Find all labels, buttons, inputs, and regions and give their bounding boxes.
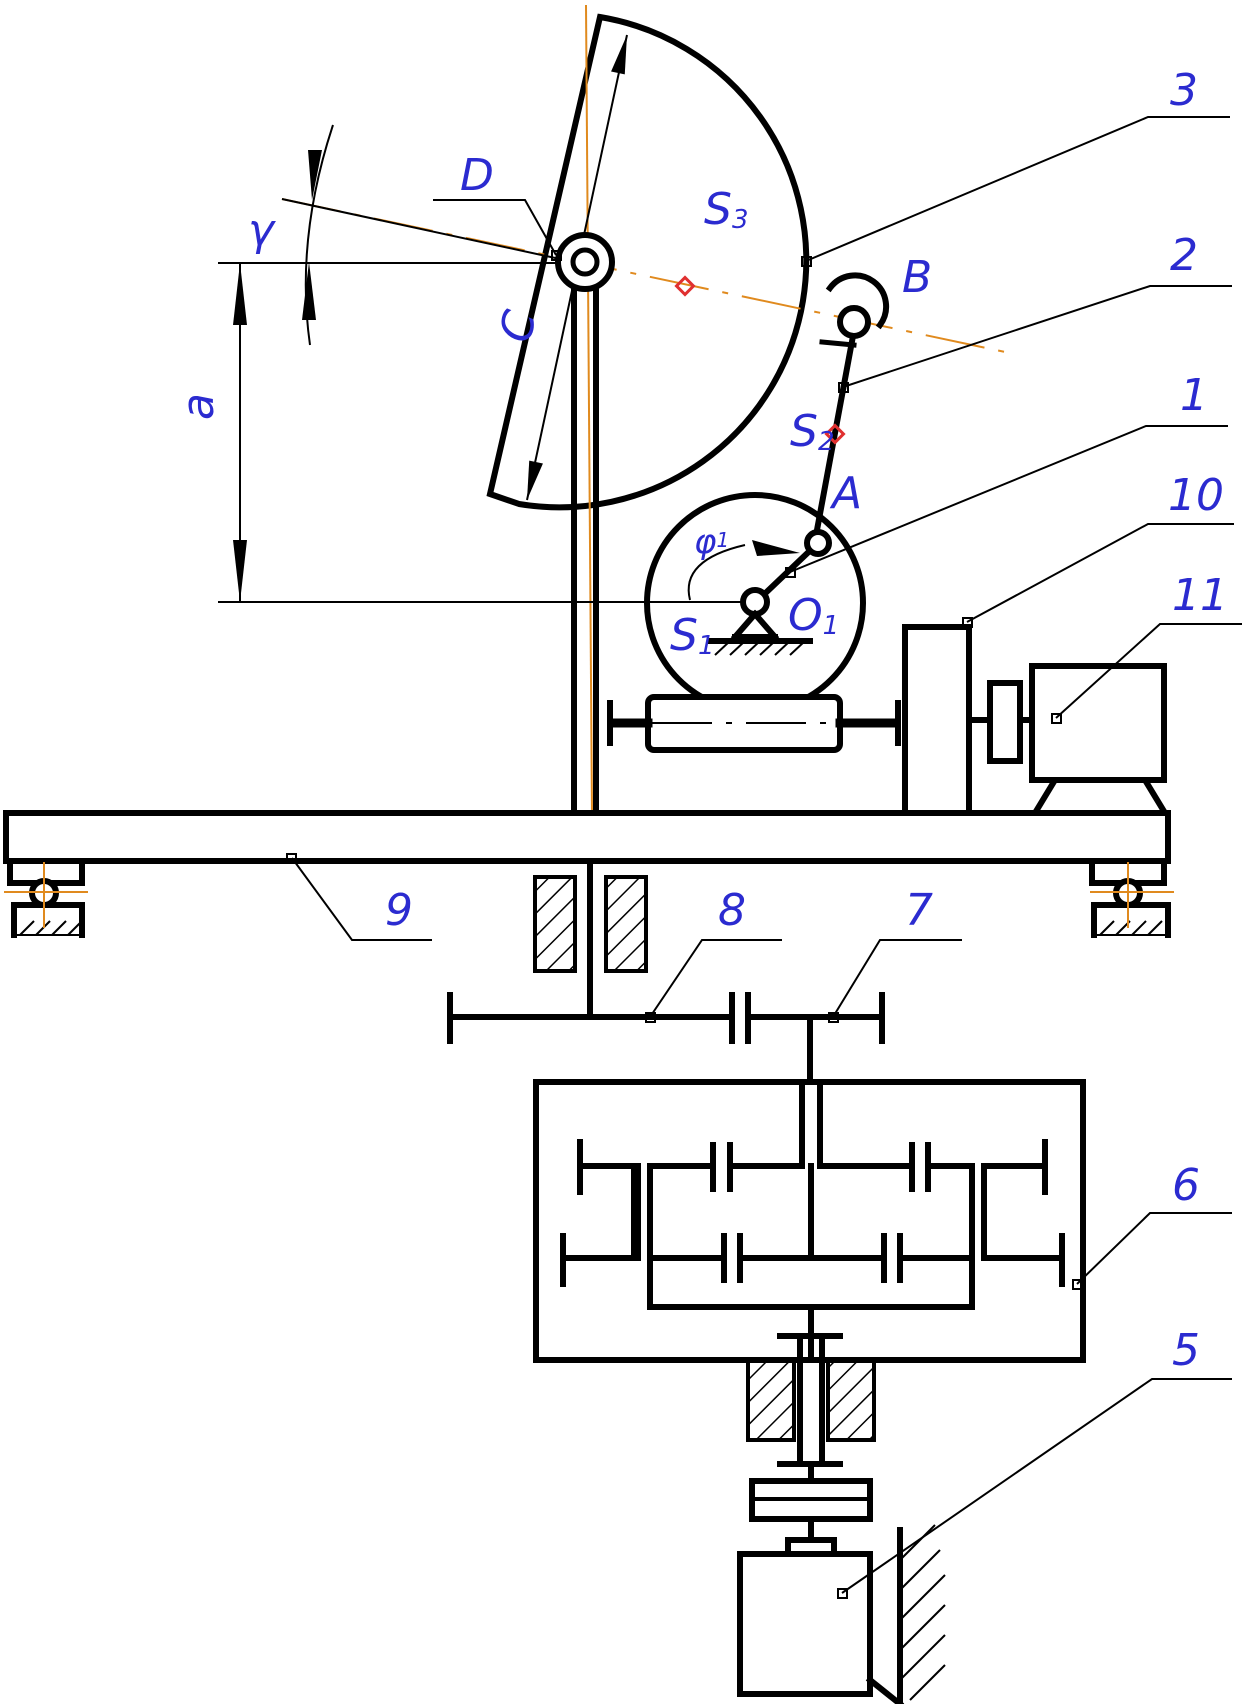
label-2: 2 — [1170, 230, 1198, 281]
pivot-d — [555, 232, 615, 292]
center-of-mass-s3 — [674, 275, 696, 297]
label-d: D — [460, 150, 494, 201]
lower-coupling — [749, 1461, 873, 1557]
center-of-mass-s2 — [824, 423, 846, 445]
connecting-rod-link-2 — [813, 332, 857, 534]
base-frame-9 — [3, 810, 1171, 864]
lower-bearing — [746, 1333, 876, 1467]
joint-a — [804, 529, 832, 557]
gearbox-6 — [533, 1079, 1086, 1363]
label-a-point: A — [829, 468, 862, 519]
gear-pair-8-7 — [447, 992, 885, 1085]
label-8: 8 — [718, 885, 746, 936]
label-s3: S3 — [704, 184, 748, 235]
label-7: 7 — [905, 885, 933, 936]
gearbox-10 — [902, 624, 972, 816]
phi1-arrow — [752, 540, 800, 556]
sector-link-3 — [486, 13, 810, 511]
angle-gamma — [281, 124, 561, 346]
leader-markers — [286, 250, 1083, 1599]
phi1-arc — [687, 544, 746, 601]
motor-5 — [737, 1551, 873, 1697]
label-s1: S1 — [670, 610, 714, 661]
dimension-a — [218, 262, 760, 603]
label-3: 3 — [1170, 65, 1198, 116]
label-s2: S2 — [790, 406, 834, 457]
vertical-axis-line — [585, 4, 593, 816]
right-wheel-support — [1089, 858, 1174, 938]
coupling-to-motor — [966, 680, 1035, 764]
label-gamma: γ — [248, 205, 276, 256]
label-b: B — [902, 252, 932, 303]
left-wheel-support — [4, 858, 88, 938]
support-o1 — [707, 587, 813, 656]
label-1: 1 — [1180, 370, 1208, 421]
wall-mount-5 — [865, 1524, 946, 1704]
label-dim-a: a — [173, 393, 224, 420]
label-6: 6 — [1172, 1160, 1200, 1211]
leader-lines — [291, 116, 1242, 1594]
label-o1: O1 — [788, 590, 839, 641]
pivot-b — [819, 272, 890, 348]
label-10: 10 — [1168, 470, 1224, 521]
label-dim-c: C — [490, 306, 546, 347]
label-11: 11 — [1172, 570, 1228, 621]
label-5: 5 — [1172, 1325, 1200, 1376]
upper-bearing — [533, 858, 648, 1020]
label-9: 9 — [385, 885, 413, 936]
support-column — [571, 265, 599, 815]
motor-11 — [1029, 663, 1171, 816]
roller-assembly — [607, 694, 901, 753]
label-phi1: φ1 — [694, 522, 729, 562]
